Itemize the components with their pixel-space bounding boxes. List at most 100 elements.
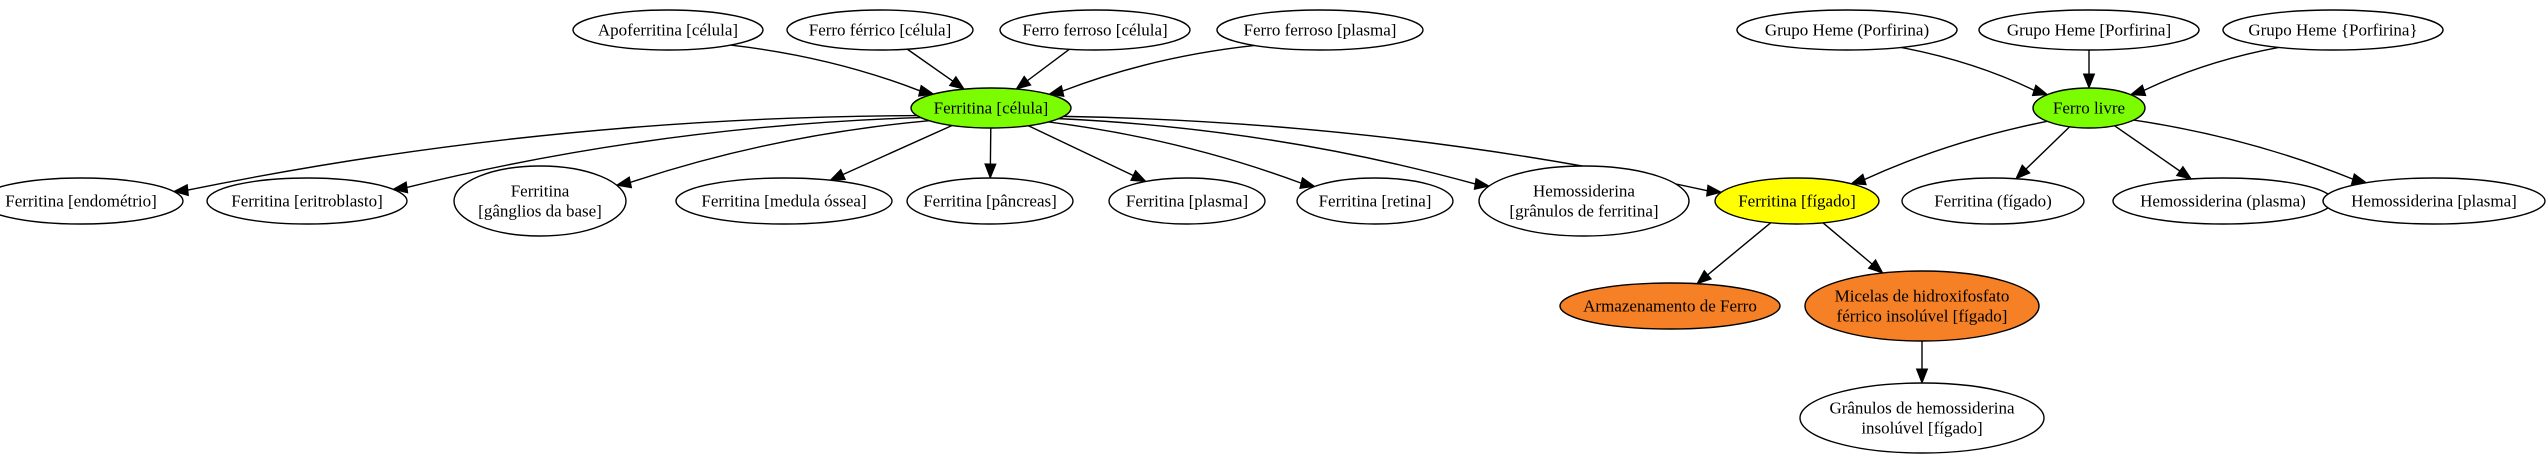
arrowhead (1849, 173, 1867, 186)
node-label: Grupo Heme (Porfirina) (1765, 21, 1929, 40)
node-ellipse (0, 177, 184, 225)
node-label: Ferritina [endométrio] (5, 192, 157, 211)
node-ferritina_celula: Ferritina [célula] (910, 87, 1072, 129)
node-ferro_ferroso_celula: Ferro ferroso [célula] (999, 9, 1191, 51)
node-label: Ferritina [medula óssea] (701, 192, 866, 211)
arrowhead (1695, 269, 1713, 285)
edge-line (2025, 126, 2071, 170)
node-ellipse (1978, 9, 2200, 51)
arrowhead (1130, 169, 1148, 183)
node-label: [gânglios da base] (478, 202, 602, 221)
node-label: Ferro férrico [célula] (809, 21, 952, 40)
edge-line (842, 124, 953, 176)
arrowhead (1867, 258, 1884, 274)
node-ellipse (453, 165, 627, 237)
node-label: Grânulos de hemossiderina (1829, 399, 2015, 418)
edge-ferro_livre-to-ferritina_figado_paren (2014, 126, 2071, 180)
node-ellipse (1559, 282, 1781, 330)
node-label: Grupo Heme [Porfirina] (2007, 21, 2171, 40)
node-ellipse (1478, 165, 1690, 237)
node-label: férrico insolúvel [fígado] (1837, 307, 2008, 326)
edge-line (2133, 119, 2354, 180)
node-label: Hemossiderina (1533, 182, 1635, 201)
node-ellipse (1736, 9, 1958, 51)
edge-line (730, 44, 921, 92)
edge-line (906, 48, 954, 82)
node-label: Ferro ferroso [célula] (1022, 21, 1167, 40)
node-label: Micelas de hidroxifosfato (1835, 287, 2010, 306)
node-ellipse (2032, 87, 2146, 129)
edge-line (1822, 222, 1873, 265)
edge-ferro_livre-to-hemossiderina_plasma_paren (2114, 125, 2193, 180)
node-ellipse (1799, 382, 2045, 454)
arrowhead (172, 183, 189, 197)
edge-grupo_heme_3-to-ferro_livre (2129, 46, 2279, 97)
edge-ferritina_celula-to-ferritina_medula (829, 124, 953, 181)
edge-apoferritina_celula-to-ferritina_celula (730, 44, 935, 97)
arrowhead (1473, 177, 1491, 191)
edge-ferritina_celula-to-ferritina_retina (1048, 121, 1317, 190)
node-label: Grupo Heme {Porfirina} (2248, 21, 2417, 40)
edge-ferritina_celula-to-ferritina_plasma (1027, 125, 1148, 183)
edge-ferritina_celula-to-hemossiderina_granulos (1058, 117, 1491, 191)
edge-ferro_livre-to-ferritina_figado_bracket (1849, 120, 2048, 186)
arrowhead (2014, 164, 2031, 180)
arrowhead (1915, 368, 1929, 385)
node-ellipse (1714, 177, 1880, 225)
node-label: [grânulos de ferritina] (1509, 202, 1658, 221)
edge-ferro_ferroso_plasma-to-ferritina_celula (1047, 44, 1255, 97)
node-label: Ferritina [fígado] (1738, 192, 1856, 211)
edge-line (1864, 120, 2048, 181)
arrowhead (829, 168, 847, 181)
node-ferro_ferroso_plasma: Ferro ferroso [plasma] (1216, 9, 1424, 51)
node-hemossiderina_plasma_paren: Hemossiderina (plasma) (2112, 177, 2334, 225)
node-ferritina_plasma: Ferritina [plasma] (1108, 177, 1266, 225)
node-label: Ferritina (511, 182, 570, 201)
node-ferritina_medula: Ferritina [medula óssea] (675, 177, 893, 225)
edge-grupo_heme_2-to-ferro_livre (2082, 49, 2096, 90)
node-ellipse (1901, 177, 2085, 225)
edge-line (1027, 48, 1070, 82)
node-ellipse (675, 177, 893, 225)
edge-micelas-to-granulos_hemossiderina (1915, 341, 1929, 385)
edge-ferro_ferrico_celula-to-ferritina_celula (906, 48, 966, 90)
arrowhead (917, 84, 935, 97)
node-ellipse (1804, 270, 2040, 342)
node-apoferritina_celula: Apoferritina [célula] (572, 9, 764, 51)
node-label: Hemossiderina (plasma) (2140, 192, 2306, 211)
node-ellipse (786, 9, 974, 51)
edge-line (1058, 117, 1476, 185)
edge-ferro_livre-to-hemossiderina_plasma_bracket (2133, 119, 2368, 186)
node-ellipse (1108, 177, 1266, 225)
edge-line (406, 116, 921, 189)
edge-line (2143, 46, 2279, 92)
arrowhead (2129, 84, 2147, 97)
arrowhead (2175, 165, 2193, 180)
graph-edges (172, 44, 2368, 385)
node-ferro_ferrico_celula: Ferro férrico [célula] (786, 9, 974, 51)
node-grupo_heme_2: Grupo Heme [Porfirina] (1978, 9, 2200, 51)
node-ellipse (2222, 9, 2444, 51)
node-ferro_livre: Ferro livre (2032, 87, 2146, 129)
arrowhead (948, 75, 966, 90)
edge-ferritina_figado_bracket-to-armazenamento_ferro (1695, 222, 1772, 285)
node-ellipse (1216, 9, 1424, 51)
graph-nodes: Apoferritina [célula] Ferro férrico [célu… (0, 9, 2546, 454)
node-label: Ferro ferroso [plasma] (1244, 21, 1397, 40)
node-grupo_heme_1: Grupo Heme (Porfirina) (1736, 9, 1958, 51)
node-label: Armazenamento de Ferro (1583, 297, 1757, 316)
arrowhead (1047, 84, 1065, 97)
edge-line (1900, 46, 2035, 91)
node-grupo_heme_3: Grupo Heme {Porfirina} (2222, 9, 2444, 51)
arrowhead (615, 176, 633, 189)
edge-ferritina_celula-to-ferritina_endometrio (172, 114, 917, 197)
arrowhead (1015, 75, 1032, 90)
edge-grupo_heme_1-to-ferro_livre (1900, 46, 2049, 97)
node-ellipse (2322, 177, 2546, 225)
node-ferritina_endometrio: Ferritina [endométrio] (0, 177, 184, 225)
edge-line (630, 120, 930, 184)
edge-line (2114, 125, 2181, 172)
